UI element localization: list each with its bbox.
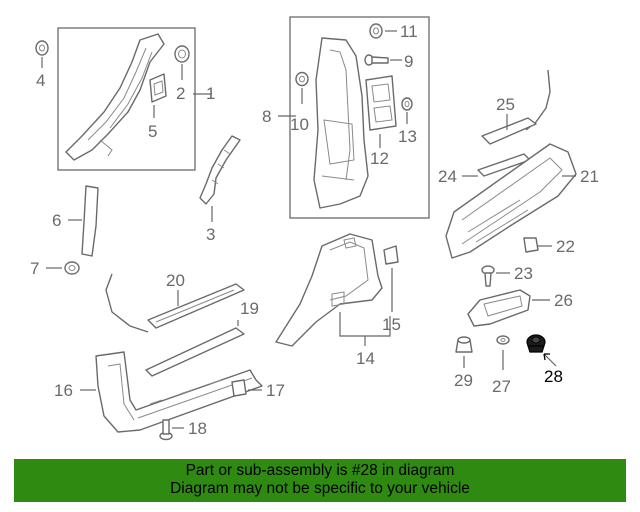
group-box-8: [289, 16, 430, 219]
part-a-pillar-trim: [65, 33, 165, 161]
callout-15: 15: [382, 315, 401, 334]
part-sill-strip-19: [145, 327, 245, 377]
callout-1: 1: [206, 84, 215, 103]
part-retainer-strip-3: [199, 135, 241, 205]
callout-21: 21: [580, 167, 599, 186]
callout-18: 18: [188, 419, 207, 438]
part-bracket-26: [467, 289, 531, 327]
callout-28: 28: [544, 367, 563, 386]
leader-28: [543, 353, 557, 367]
callout-11: 11: [400, 22, 418, 41]
part-clip-22: [523, 237, 539, 253]
part-lower-trim-14: [275, 233, 383, 347]
part-strip-6: [81, 185, 99, 257]
callout-24: 24: [438, 167, 457, 186]
callout-23: 23: [514, 264, 533, 283]
part-nut-13: [401, 97, 413, 111]
part-washer-4: [35, 40, 49, 56]
callout-14: 14: [356, 349, 375, 368]
callout-17: 17: [266, 381, 285, 400]
part-pushpin-23: [481, 265, 495, 287]
callout-4: 4: [36, 71, 45, 90]
part-pushpin-18: [159, 419, 173, 441]
part-seatbelt-cover-12: [365, 75, 397, 131]
callout-12: 12: [370, 149, 389, 168]
callout-16: 16: [54, 381, 73, 400]
callout-29: 29: [454, 371, 473, 390]
callout-27: 27: [492, 377, 511, 396]
part-clip-15: [383, 245, 399, 265]
callout-2: 2: [176, 84, 185, 103]
callout-7: 7: [30, 259, 39, 278]
callout-13: 13: [398, 127, 417, 146]
callout-6: 6: [52, 211, 61, 230]
banner-line-2: Diagram may not be specific to your vehi…: [170, 480, 470, 497]
callout-19: 19: [240, 299, 259, 318]
callout-20: 20: [166, 271, 185, 290]
callout-25: 25: [496, 95, 515, 114]
callout-8: 8: [262, 107, 271, 126]
part-pin-9: [364, 54, 389, 66]
part-bracket-5: [149, 73, 167, 103]
part-b-pillar-trim: [313, 37, 369, 209]
callout-10: 10: [290, 115, 309, 134]
info-banner: Part or sub-assembly is #28 in diagram D…: [14, 459, 626, 502]
part-screw-10: [295, 71, 309, 87]
part-cap-11: [369, 23, 383, 39]
part-screw-7: [64, 261, 80, 275]
part-cable-20: [105, 273, 149, 333]
callout-9: 9: [404, 52, 413, 71]
part-sill-trim-16: [95, 351, 263, 433]
callout-26: 26: [554, 291, 573, 310]
part-washer-27: [496, 335, 510, 345]
callout-22: 22: [556, 237, 575, 256]
part-clip-28: [526, 334, 546, 353]
parts-diagram: 4 2 1 5 3 6 7 8 10 11 9 12 13 25 24 21 2…: [30, 16, 599, 441]
callout-5: 5: [148, 122, 157, 141]
part-fastener-29: [455, 336, 473, 353]
callout-3: 3: [206, 225, 215, 244]
part-sill-pad-25: [481, 117, 537, 145]
part-clip-2: [174, 45, 190, 63]
part-clip-17: [231, 379, 247, 397]
part-scuff-plate-21: [445, 143, 577, 259]
banner-line-1: Part or sub-assembly is #28 in diagram: [185, 462, 455, 479]
group-box-1: [57, 27, 196, 171]
